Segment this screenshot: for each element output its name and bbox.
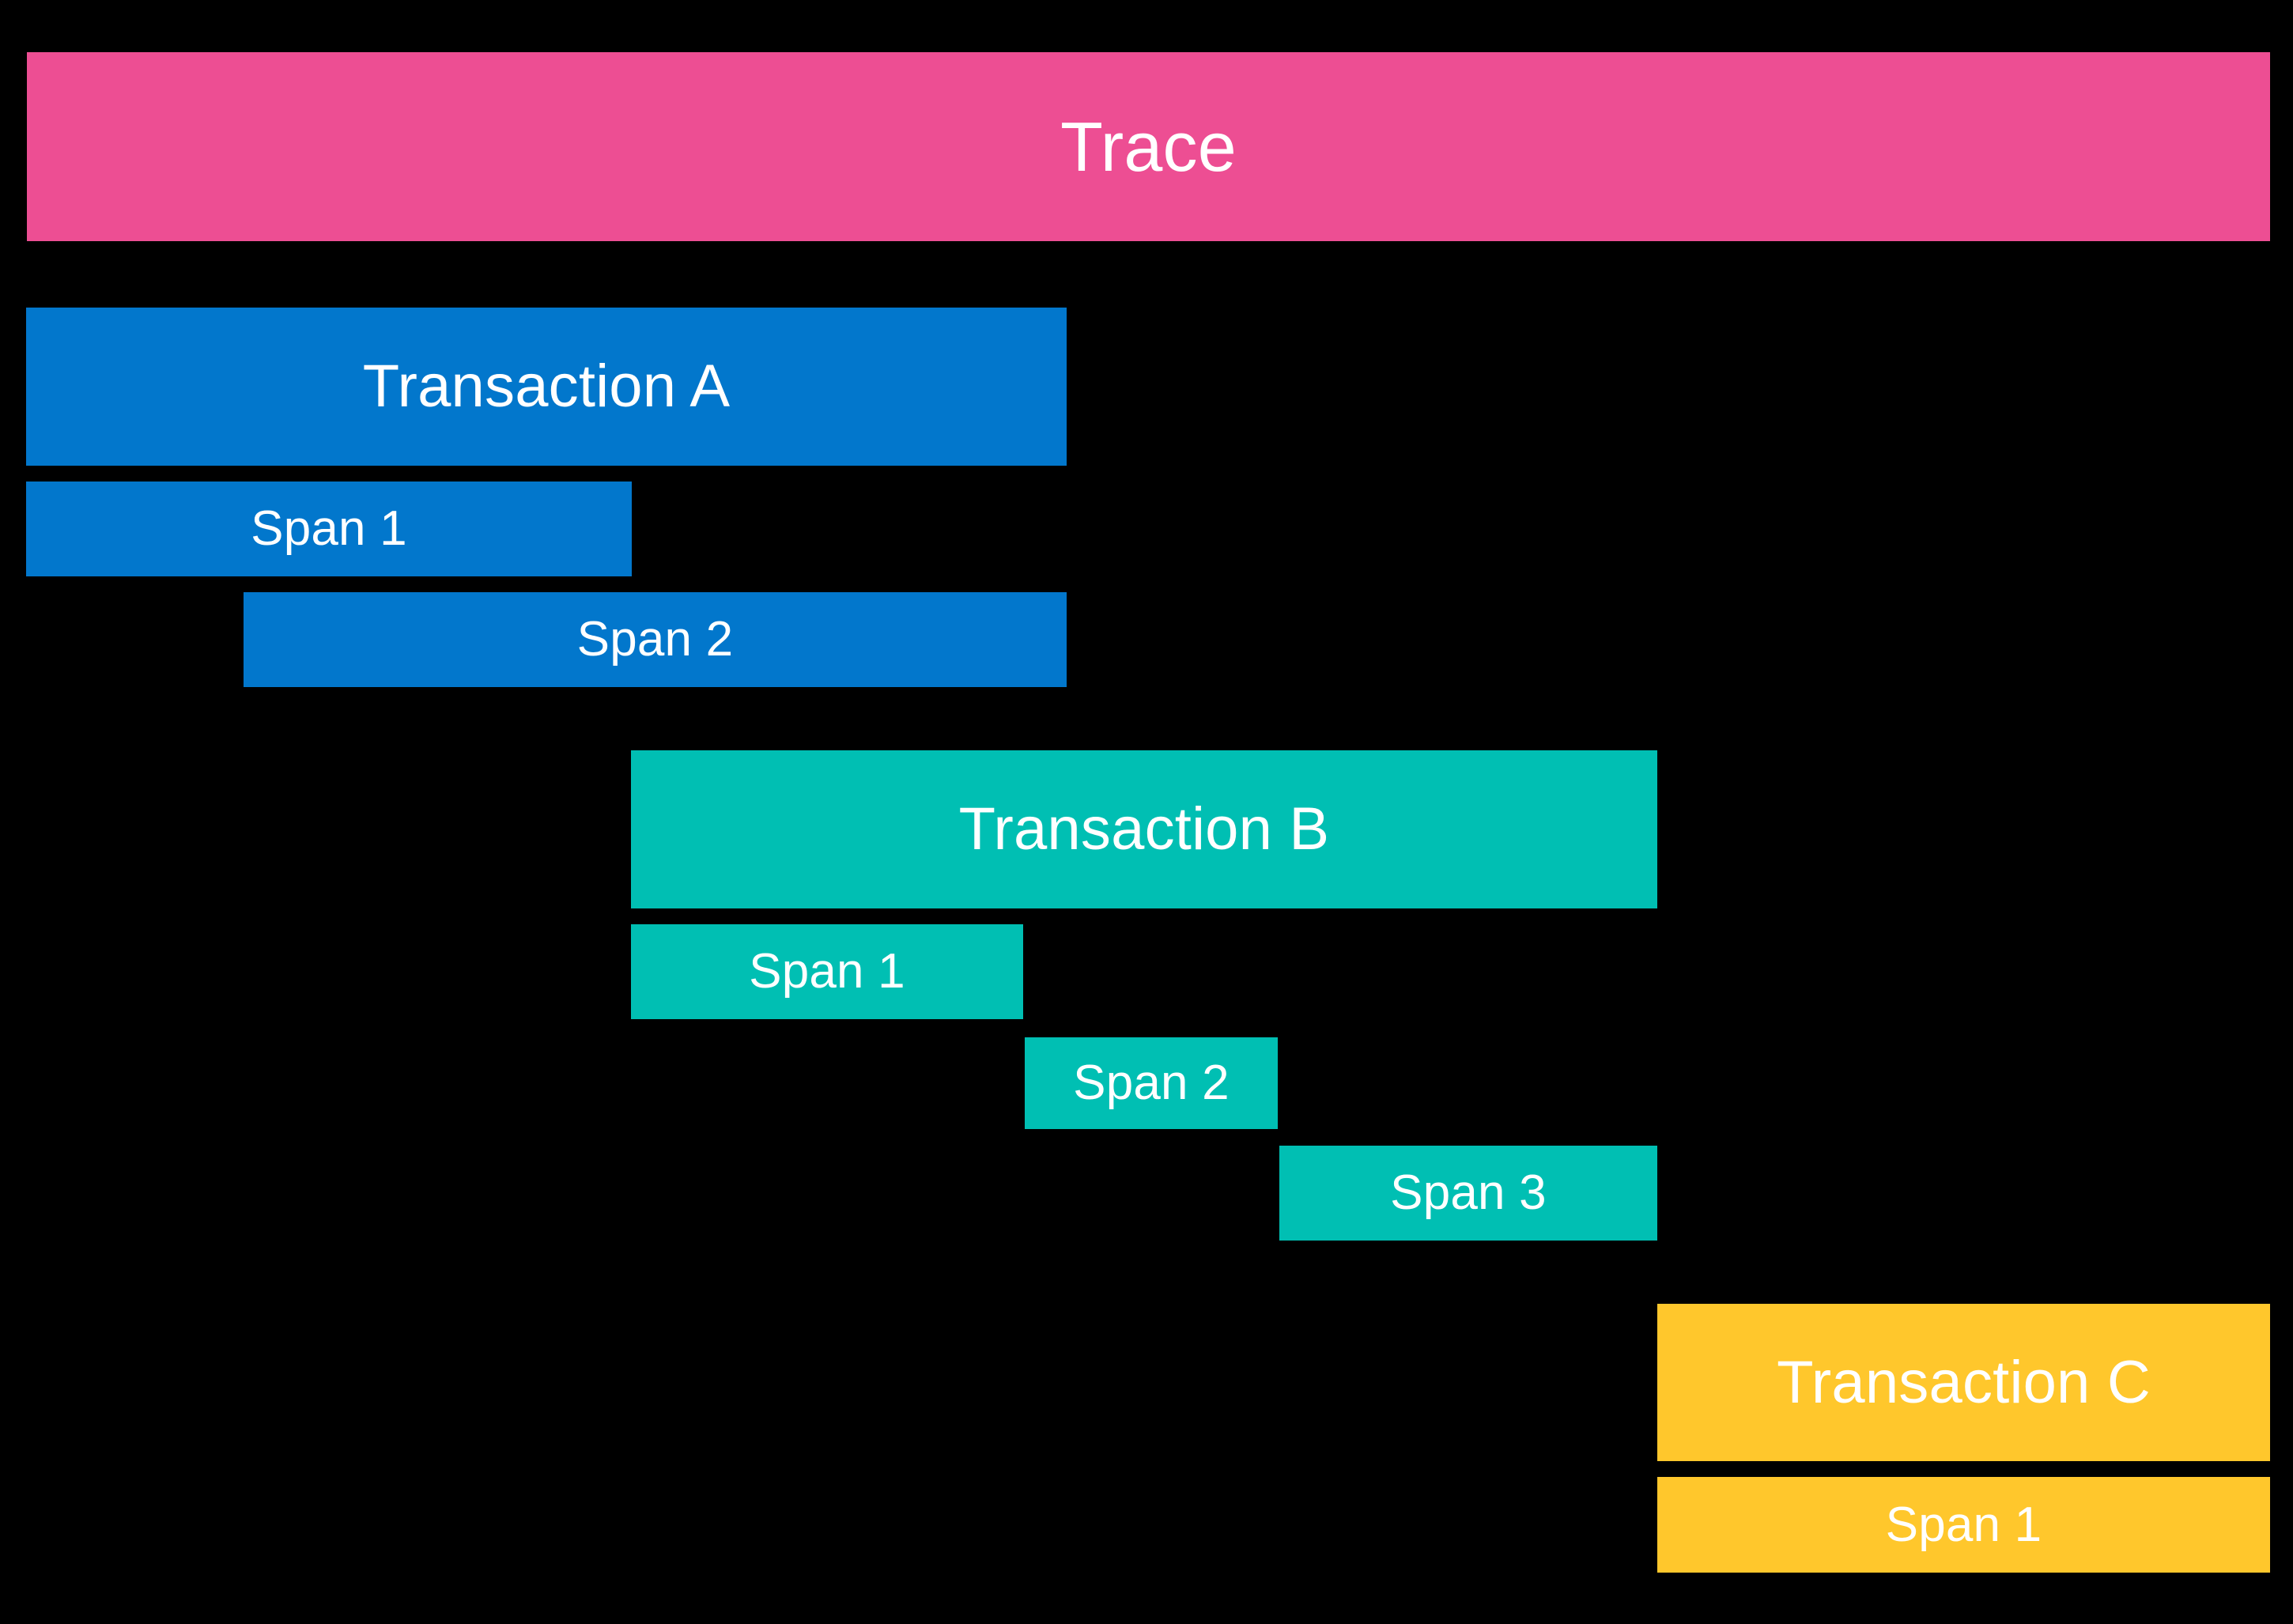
bar-transaction-c: Transaction C: [1657, 1304, 2270, 1461]
bar-transaction-b: Transaction B: [631, 750, 1657, 908]
bar-transaction-c-span-1: Span 1: [1657, 1477, 2270, 1573]
bar-label-transaction-b-span-2: Span 2: [1073, 1056, 1230, 1110]
bar-label-transaction-c: Transaction C: [1777, 1348, 2151, 1416]
bar-trace: Trace: [27, 52, 2270, 241]
bar-label-transaction-a-span-2: Span 2: [576, 612, 734, 667]
bar-label-transaction-a: Transaction A: [362, 353, 731, 420]
bar-label-transaction-c-span-1: Span 1: [1885, 1497, 2042, 1552]
bar-transaction-a-span-2: Span 2: [244, 592, 1067, 687]
bar-transaction-a-span-1: Span 1: [26, 482, 632, 576]
bar-label-transaction-b-span-3: Span 3: [1390, 1165, 1547, 1220]
bar-transaction-b-span-2: Span 2: [1025, 1037, 1278, 1129]
bar-label-transaction-b-span-1: Span 1: [749, 944, 905, 999]
bar-label-transaction-b: Transaction B: [958, 795, 1330, 863]
bar-transaction-b-span-3: Span 3: [1279, 1146, 1657, 1241]
bar-label-transaction-a-span-1: Span 1: [251, 501, 407, 556]
bar-label-trace: Trace: [1060, 107, 1237, 186]
bar-transaction-b-span-1: Span 1: [631, 924, 1023, 1019]
bar-transaction-a: Transaction A: [26, 308, 1067, 466]
